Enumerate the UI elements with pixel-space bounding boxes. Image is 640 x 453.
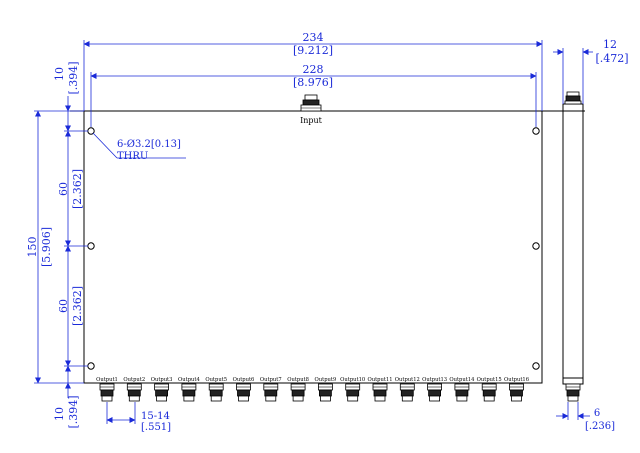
hole-note-line2: THRU (117, 151, 148, 162)
output-connector-16: Output16 (504, 377, 529, 402)
output-connector-4: Output4 (178, 377, 200, 402)
mounting-hole-bottom-left (87, 362, 95, 370)
dimension-bottom-margin: 10 [.394] (53, 382, 80, 429)
dim-connector-pitch-inch: [.551] (141, 422, 171, 433)
dim-connector-offset-mm: 6 (594, 408, 600, 419)
dim-connector-offset-inch: [.236] (585, 421, 615, 432)
dim-connector-pitch-mm: 15-14 (141, 411, 170, 422)
output-label-8: Output8 (287, 377, 309, 383)
output-connector-14: Output14 (449, 377, 475, 402)
output-label-6: Output6 (233, 377, 255, 383)
dimension-depth: 12 [.472] (553, 38, 629, 104)
dimension-top-margin: 10 [.394] (53, 61, 80, 112)
dim-pitch-upper-mm: 60 (57, 182, 70, 196)
output-label-13: Output13 (422, 377, 447, 383)
output-connector-11: Output11 (367, 377, 393, 402)
hole-note-line1: 6-Ø3.2[0.13] (117, 139, 181, 150)
dim-overall-width-mm: 234 (303, 31, 324, 44)
output-label-4: Output4 (178, 377, 200, 383)
output-label-9: Output9 (315, 377, 337, 383)
dimension-height: 150 [5.906] (26, 110, 84, 384)
dimension-connector-pitch: 15-14 [.551] (106, 402, 171, 433)
output-connector-2: Output2 (123, 377, 145, 402)
dim-depth-inch: [.472] (595, 52, 628, 65)
mounting-hole-mid-left (87, 242, 95, 250)
output-label-16: Output16 (504, 377, 529, 383)
dim-hole-span-inch: [8.976] (293, 76, 333, 89)
dim-pitch-lower-mm: 60 (57, 299, 70, 313)
dimension-overall-width: 234 [9.212] (83, 31, 543, 111)
input-connector-icon (300, 94, 322, 112)
output-connector-13: Output13 (422, 377, 447, 402)
output-label-1: Output1 (96, 377, 118, 383)
output-connector-8: Output8 (287, 377, 309, 402)
side-input-connector-icon (564, 91, 582, 105)
output-connector-10: Output10 (340, 377, 365, 402)
dim-pitch-lower-inch: [2.362] (71, 286, 84, 326)
dim-overall-width-inch: [9.212] (293, 44, 333, 57)
dim-pitch-upper-inch: [2.362] (71, 169, 84, 209)
dimension-connector-offset: 6 [.236] (556, 402, 615, 432)
output-connector-12: Output12 (395, 377, 420, 402)
output-connector-5: Output5 (205, 377, 227, 402)
dim-top-margin-inch: [.394] (67, 61, 80, 94)
output-label-14: Output14 (449, 377, 475, 383)
output-connector-1: Output1 (96, 377, 118, 402)
dim-bottom-margin-inch: [.394] (67, 395, 80, 428)
dim-height-mm: 150 (26, 237, 39, 258)
output-label-7: Output7 (260, 377, 282, 383)
output-connector-9: Output9 (315, 377, 337, 402)
output-label-12: Output12 (395, 377, 420, 383)
output-connector-6: Output6 (233, 377, 255, 402)
side-view (562, 91, 584, 402)
output-label-10: Output10 (340, 377, 365, 383)
output-label-5: Output5 (205, 377, 227, 383)
mounting-hole-mid-right (532, 242, 540, 250)
dimension-hole-pitch: 60 [2.362] 60 [2.362] (57, 111, 88, 383)
hole-callout: 6-Ø3.2[0.13] THRU (92, 132, 186, 162)
dim-bottom-margin-mm: 10 (53, 407, 66, 421)
dim-hole-span-mm: 228 (303, 63, 324, 76)
output-label-3: Output3 (151, 377, 173, 383)
output-label-2: Output2 (123, 377, 145, 383)
side-view-outline (562, 103, 584, 385)
input-label: Input (300, 116, 323, 125)
mounting-hole-bottom-right (532, 362, 540, 370)
output-connector-3: Output3 (151, 377, 173, 402)
mounting-hole-top-right (532, 127, 540, 135)
dim-top-margin-mm: 10 (53, 67, 66, 81)
dim-depth-mm: 12 (603, 38, 617, 51)
front-panel-outline (83, 110, 543, 384)
output-connector-7: Output7 (260, 377, 282, 402)
dim-height-inch: [5.906] (40, 227, 53, 267)
side-output-connector-icon (565, 383, 581, 402)
output-connectors: Output1 Output2 Output3 Output4 Output5 Outpu… (96, 377, 529, 402)
output-label-15: Output15 (477, 377, 502, 383)
dimension-hole-span: 228 [8.976] (90, 63, 537, 127)
output-label-11: Output11 (367, 377, 392, 383)
output-connector-15: Output15 (477, 377, 502, 402)
